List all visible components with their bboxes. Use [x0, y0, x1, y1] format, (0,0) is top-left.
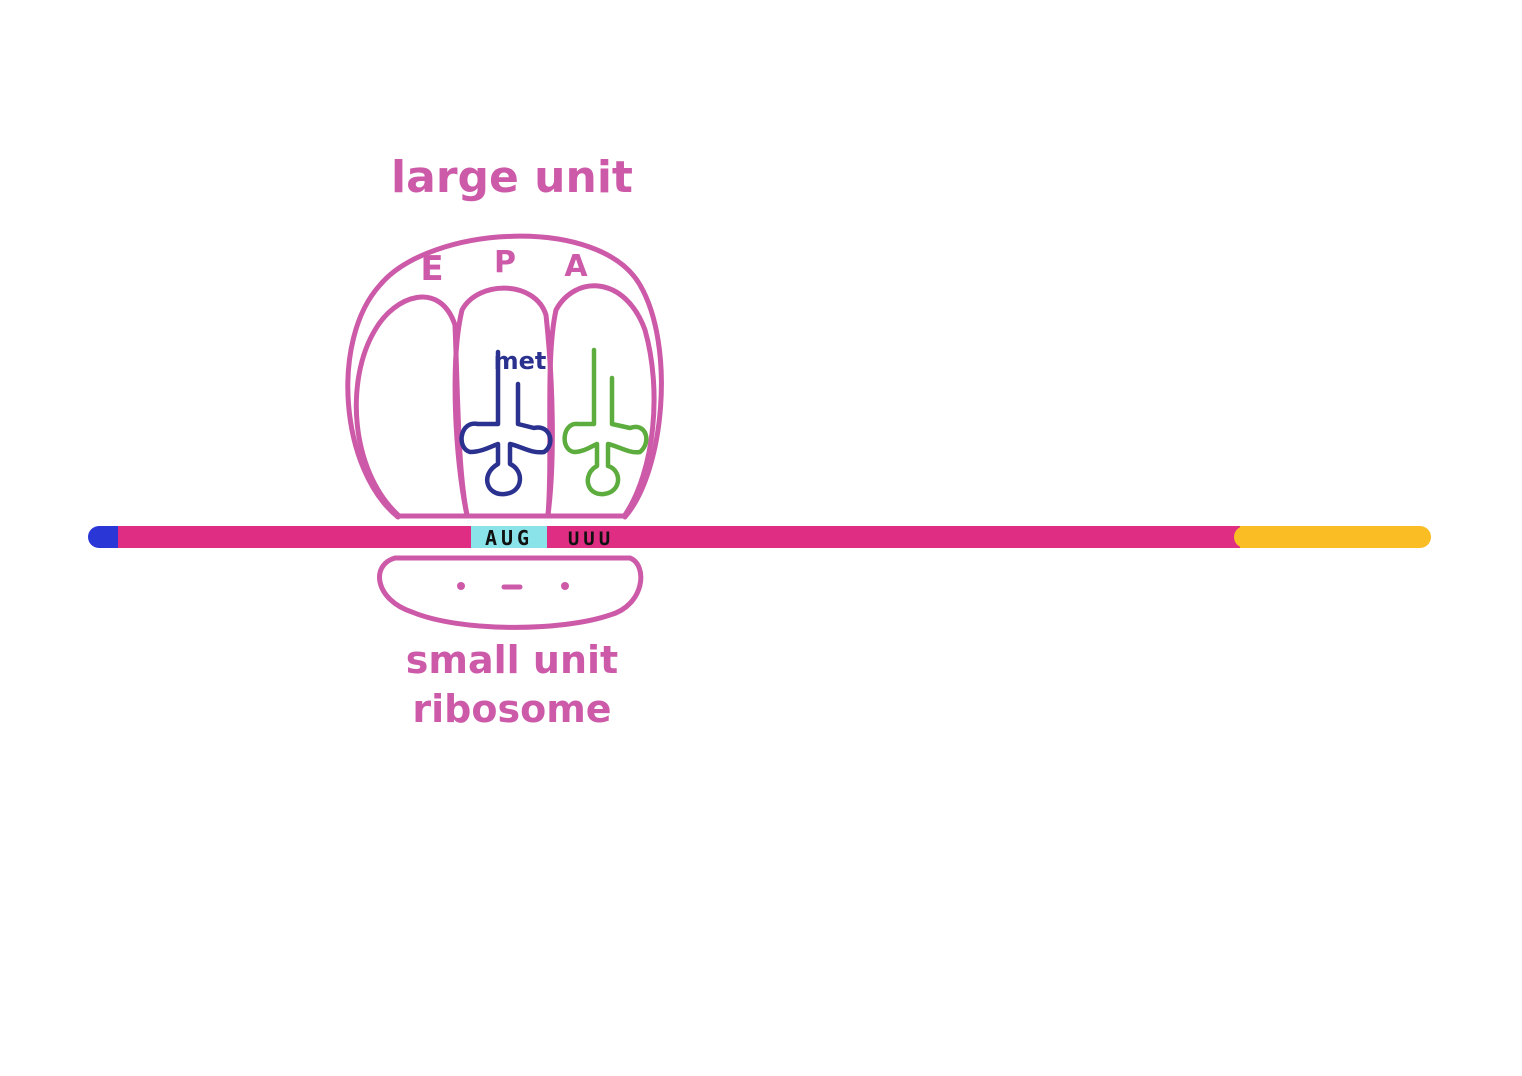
e-site-pocket: [353, 294, 470, 518]
p-site-pocket: [452, 285, 555, 518]
small-subunit-outline: [377, 555, 644, 630]
a-site-label: A: [564, 249, 588, 284]
large-unit-label: large unit: [391, 152, 633, 203]
small-subunit-dot-left: [457, 582, 465, 590]
met-label: met: [494, 347, 547, 375]
p-site-trna: [459, 349, 553, 497]
a-site-trna: [562, 347, 649, 497]
p-site-label: P: [494, 245, 516, 280]
five-prime-cap-body: [100, 526, 118, 548]
small-subunit-dot-right: [561, 582, 569, 590]
large-subunit-outline: [345, 233, 664, 520]
small-unit-label: small unit: [406, 638, 618, 682]
e-site-label: E: [420, 249, 443, 289]
a-site-codon: UUU: [568, 528, 614, 550]
p-site-codon: AUG: [485, 526, 533, 550]
mrna-strand: AUG UUU: [88, 526, 1431, 550]
ribosome-label: ribosome: [412, 687, 611, 731]
start-codon-highlight: [471, 526, 547, 548]
mrna-body: [118, 526, 1240, 548]
a-site-pocket: [545, 283, 657, 518]
poly-a-tail-body: [1240, 526, 1260, 548]
